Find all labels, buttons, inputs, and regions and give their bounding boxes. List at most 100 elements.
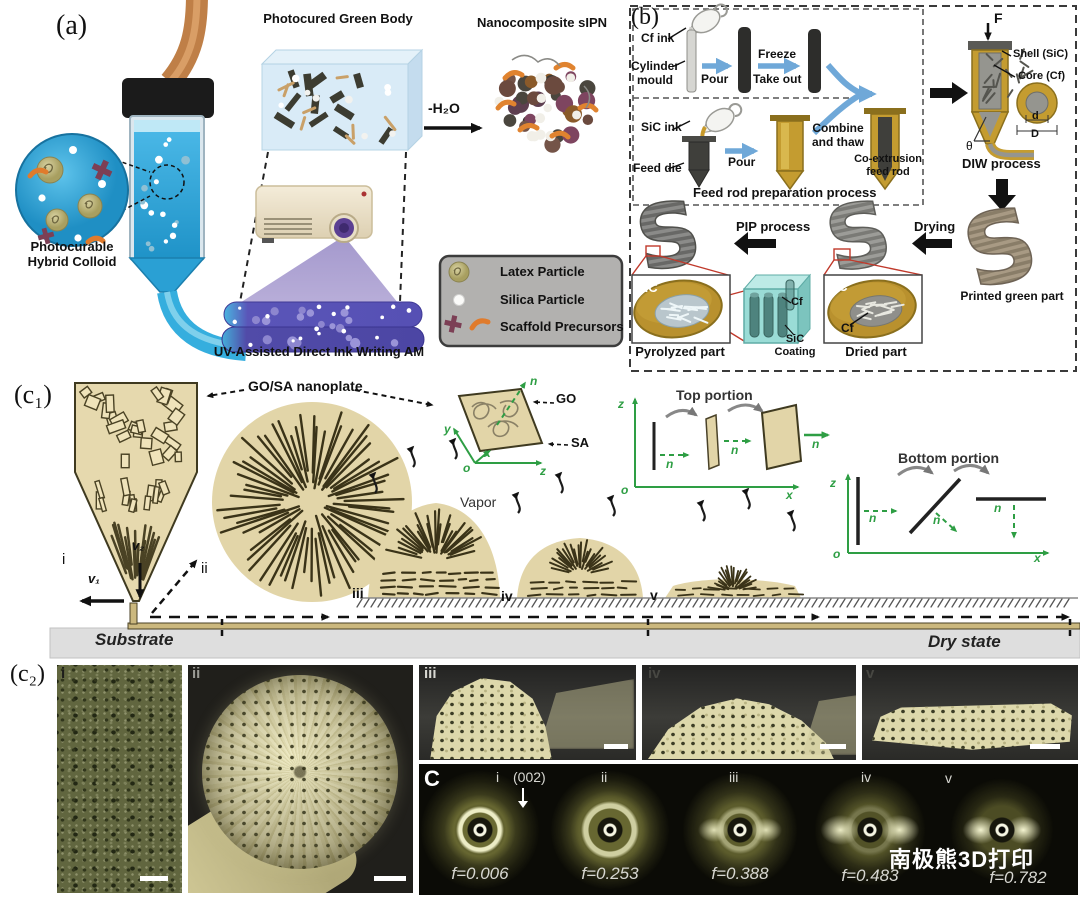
thawed-rod-icon (808, 29, 821, 93)
feed-rod-caption: Feed rod preparation process (693, 185, 877, 200)
diw-process-label: DIW process (962, 156, 1041, 171)
pour-bottom-label: Pour (728, 155, 756, 169)
go-label: GO (556, 391, 577, 406)
take-out-label: Take out (753, 72, 802, 86)
sem-i-numeral: i (61, 665, 66, 682)
legend-box (438, 254, 624, 348)
colloid-inset-icon (15, 133, 129, 247)
sic-ink-label: SiC ink (641, 120, 682, 134)
uv-projector-icon (232, 185, 402, 308)
director-n-label: n (731, 443, 739, 457)
stage-v-label: v (650, 587, 658, 603)
sem-image-i (55, 663, 184, 895)
xrd-f-value-v: f=0.782 (989, 868, 1047, 887)
scaffold-cross-icon (37, 227, 55, 245)
axis-x-label: x (1034, 551, 1041, 565)
axis-z-label: z (830, 476, 836, 490)
scale-bar (374, 876, 406, 881)
xrd-pattern-v (943, 771, 1061, 889)
uv-diw-label: UV-Assisted Direct Ink Writing AM (213, 344, 425, 359)
axis-z-label: z (618, 397, 624, 411)
v1-label: v₁ (88, 571, 100, 586)
top-portion-diagram (632, 397, 831, 490)
director-n-label: n (869, 511, 877, 525)
dry-state-label: Dry state (928, 632, 1001, 651)
dried-section-inset (823, 274, 923, 344)
xrd-panel-letter: C (424, 766, 440, 791)
panel-c1-graphic (49, 381, 1080, 659)
to-diw-arrow-icon (930, 82, 968, 104)
dia-large-label: D (1031, 128, 1039, 140)
legend-latex-label: Latex Particle (500, 264, 585, 279)
xrd-f-value-ii: f=0.253 (581, 864, 639, 883)
director-n-label: n (530, 374, 538, 388)
feed-die-label: Feed die (633, 161, 682, 175)
fiber-cross-section (202, 675, 398, 869)
pyrolyzed-part-label: Pyrolyzed part (635, 344, 725, 359)
panel-b-border (629, 5, 1077, 372)
vapor-label: Vapor (460, 494, 497, 510)
sipn-cluster-icon (494, 54, 599, 153)
sem-image-ii (186, 663, 415, 895)
axis-x-label: x (786, 488, 793, 502)
panel-b-graphic: S S S (628, 3, 1077, 372)
scaffold-precursor-cross-icon (444, 315, 462, 333)
freeze-label: Freeze (758, 47, 797, 61)
frozen-rod-icon (738, 27, 751, 93)
watermark: 南极熊3D打印 (889, 847, 1035, 872)
cylinder-mould-label: Cylinder mould (630, 59, 679, 87)
gold-feed-die-icon (770, 115, 810, 191)
printed-green-label: Printed green part (960, 289, 1064, 303)
xrd-f-value-iii: f=0.388 (711, 864, 769, 883)
panel-b-letter: (b) (631, 4, 659, 30)
axis-y-label: y (444, 422, 451, 436)
combine-thaw-label: Combine and thaw (811, 121, 864, 149)
xrd-002-plane-label: (002) (513, 769, 546, 785)
sem-image-iii (417, 663, 638, 762)
panel-c2-letter: (c₂) (10, 661, 46, 687)
sic-pyro-label: SiC (636, 280, 658, 295)
nanoplate-pointer-left (206, 389, 245, 399)
drying-arrow-icon (912, 232, 952, 255)
feed-rod-subbox-border (632, 8, 924, 206)
scale-bar (1030, 744, 1060, 749)
bottom-portion-label: Bottom portion (898, 450, 1000, 466)
director-n-label: n (994, 501, 1002, 515)
legend-silica-label: Silica Particle (500, 292, 585, 307)
plane-pointer-arrow (522, 788, 524, 801)
core-label: Core (Cf) (1018, 70, 1066, 82)
axis-o-label: o (833, 547, 841, 561)
printed-layers-icon (221, 301, 425, 353)
dehydration-label: -H₂O (428, 100, 460, 116)
xrd-pattern-ii (551, 771, 669, 889)
top-portion-label: Top portion (676, 387, 753, 403)
scale-bar (140, 876, 168, 881)
sem-v-numeral: v (866, 665, 875, 682)
xrd-f-value-i: f=0.006 (451, 864, 509, 883)
sic-coating-label: SiC Coating (774, 333, 816, 358)
xrd-f-value-iv: f=0.483 (841, 866, 899, 885)
drying-dome-v-icon (665, 565, 805, 598)
pip-process-label: PIP process (736, 219, 811, 234)
silica-particle-icon (453, 294, 465, 306)
panel-c1-letter: (c₁) (14, 380, 52, 409)
axis-z-label: z (540, 464, 546, 478)
nozzle-tip-flow (129, 602, 138, 625)
scaffold-precursor-arc-icon (469, 318, 491, 331)
xrd-ii-numeral: ii (601, 769, 608, 785)
xrd-i-numeral: i (496, 769, 500, 785)
cf-ink-label: Cf ink (641, 31, 675, 45)
stage-ii-label: ii (201, 560, 208, 577)
green-body-label: Photocured Green Body (263, 11, 413, 26)
cf-dried-label: Cf (841, 321, 854, 335)
filament-cross-section-icon (212, 402, 412, 602)
stage-ii-arrow (151, 559, 198, 614)
diw-down-arrow-icon (988, 179, 1016, 211)
v2-label: v₂ (132, 538, 145, 553)
ground-hatching (356, 598, 1070, 608)
axis-o-label: o (463, 461, 471, 475)
plane-pointer-arrowhead (518, 801, 528, 808)
sa-label: SA (571, 435, 590, 450)
panel-a-graphic (15, 0, 624, 361)
